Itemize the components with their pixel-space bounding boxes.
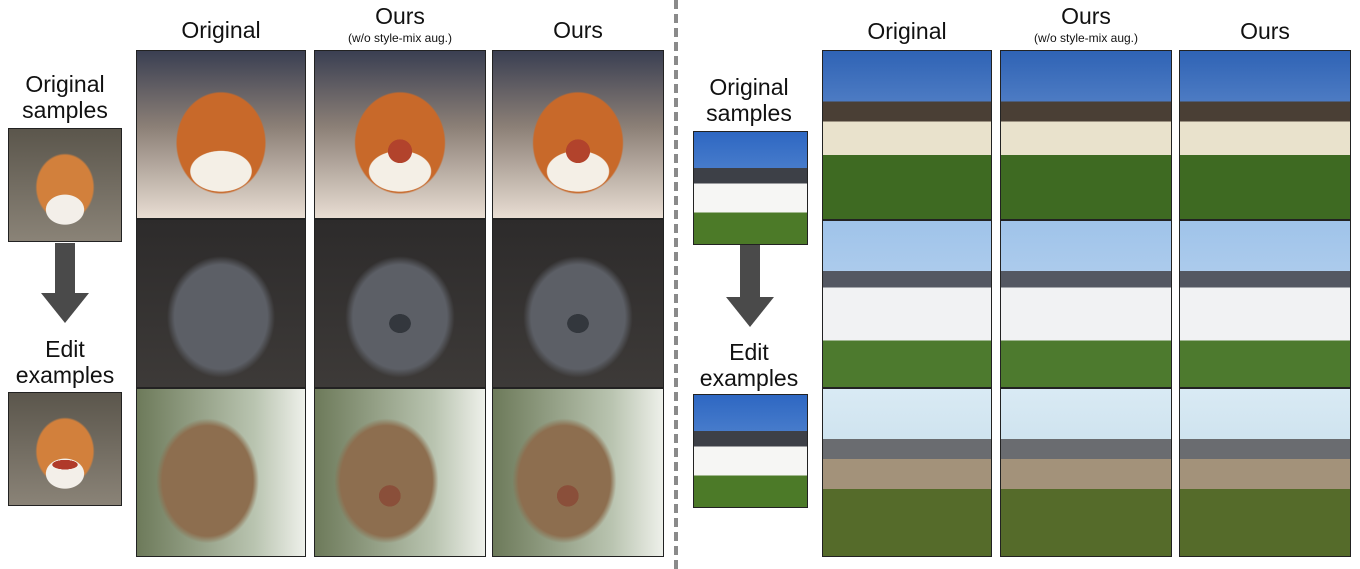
column-title-ours-right: Ours — [1240, 18, 1290, 44]
cat-tabby-ours-no-aug-image — [314, 388, 486, 557]
column-title-original-right: Original — [867, 18, 947, 44]
edit-examples-right-line1: Edit — [729, 339, 769, 365]
cat-orange-original-image — [136, 50, 306, 219]
cat-orange-ours-image — [492, 50, 664, 219]
column-subtitle-no-aug: (w/o style-mix aug.) — [347, 31, 453, 45]
edit-example-house-image — [693, 394, 808, 508]
house-1-ours-no-aug-image — [1000, 50, 1172, 220]
edit-examples-label-right: Edit examples — [688, 339, 810, 391]
edit-examples-right-line2: examples — [699, 365, 799, 391]
down-arrow-icon-right — [726, 297, 774, 327]
cat-orange-ours-no-aug-image — [314, 50, 486, 219]
edit-example-kitten-image — [8, 392, 122, 506]
column-subtitle-no-aug-right: (w/o style-mix aug.) — [1033, 31, 1139, 45]
original-samples-label: Original samples — [4, 71, 126, 123]
original-samples-line2: samples — [22, 97, 108, 123]
original-samples-line1: Original — [25, 71, 105, 97]
edit-examples-line2: examples — [15, 362, 115, 388]
cat-gray-ours-no-aug-image — [314, 219, 486, 388]
column-title-original: Original — [181, 17, 261, 43]
column-title-ours-no-aug-right: Ours — [1061, 3, 1111, 29]
original-sample-kitten-image — [8, 128, 122, 242]
cat-tabby-original-image — [136, 388, 306, 557]
column-title-ours-no-aug: Ours — [375, 3, 425, 29]
house-3-ours-no-aug-image — [1000, 388, 1172, 557]
original-samples-right-line1: Original — [709, 74, 789, 100]
cat-gray-ours-image — [492, 219, 664, 388]
cat-gray-original-image — [136, 219, 306, 388]
column-title-ours: Ours — [553, 17, 603, 43]
house-2-original-image — [822, 220, 992, 388]
down-arrow-icon — [41, 293, 89, 323]
original-samples-label-right: Original samples — [688, 74, 810, 126]
original-samples-right-line2: samples — [706, 100, 792, 126]
original-sample-house-image — [693, 131, 808, 245]
house-1-original-image — [822, 50, 992, 220]
edit-examples-label: Edit examples — [4, 336, 126, 388]
house-3-original-image — [822, 388, 992, 557]
house-1-ours-image — [1179, 50, 1351, 220]
house-2-ours-image — [1179, 220, 1351, 388]
edit-examples-line1: Edit — [45, 336, 85, 362]
down-arrow-shaft — [55, 243, 75, 293]
panel-divider — [674, 0, 678, 569]
house-2-ours-no-aug-image — [1000, 220, 1172, 388]
cat-tabby-ours-image — [492, 388, 664, 557]
down-arrow-shaft-right — [740, 245, 760, 297]
house-3-ours-image — [1179, 388, 1351, 557]
